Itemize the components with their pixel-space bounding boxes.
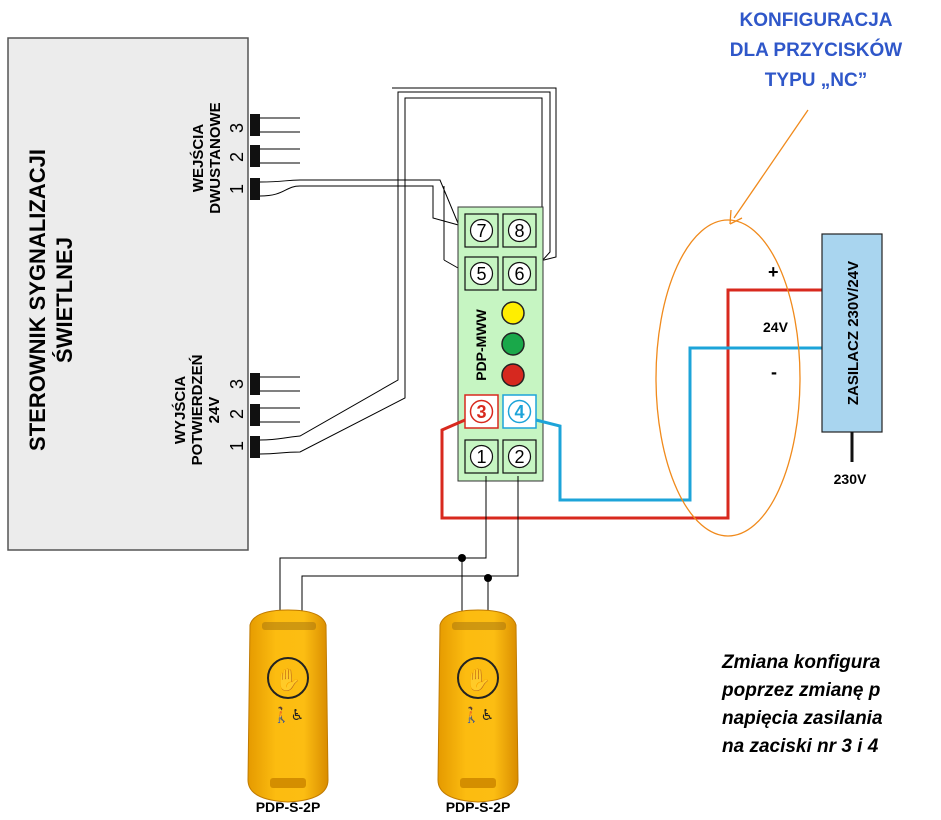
- output-pin-1: 1: [227, 441, 247, 451]
- input-pin-1: 1: [227, 184, 247, 194]
- annotation-line1: KONFIGURACJA: [739, 10, 892, 31]
- inputs-label-line2: DWUSTANOWE: [207, 102, 224, 213]
- svg-text:3: 3: [476, 402, 486, 422]
- signal-wires: [259, 87, 557, 455]
- input-pin-wires: [260, 117, 300, 164]
- note-line3: napięcia zasilania: [722, 708, 883, 729]
- led-green-icon: [501, 332, 525, 356]
- power-supply-name: ZASILACZ 230V/24V: [845, 261, 862, 405]
- terminal-6: 6: [502, 256, 537, 291]
- pedestrian-icon: 🚶♿: [462, 706, 494, 724]
- positive-wire: [440, 288, 822, 520]
- terminal-4: 4: [502, 394, 537, 429]
- mains-label: 230V: [834, 471, 867, 487]
- note-line1: Zmiana konfigura: [721, 652, 881, 673]
- input-pin-2: 2: [227, 152, 247, 162]
- svg-text:5: 5: [476, 264, 486, 284]
- svg-text:4: 4: [514, 402, 524, 422]
- input-connectors: [250, 114, 260, 200]
- terminal-2: 2: [502, 439, 537, 474]
- input-pin-3: 3: [227, 123, 247, 133]
- hand-icon: [267, 657, 309, 699]
- svg-text:6: 6: [514, 264, 524, 284]
- svg-text:✋: ✋: [464, 667, 491, 693]
- pedestrian-icon: 🚶♿: [272, 706, 304, 724]
- module-name: PDP-MWW: [473, 308, 489, 380]
- output-pin-2: 2: [227, 409, 247, 419]
- terminal-5: 5: [464, 256, 499, 291]
- controller-name-line1: STEROWNIK SYGNALIZACJI: [25, 149, 50, 451]
- outputs-label-line3: 24V: [206, 397, 223, 424]
- negative-wire: [535, 346, 822, 502]
- minus-label: -: [771, 362, 777, 382]
- output-connectors: [250, 373, 260, 458]
- note-line2: poprzez zmianę p: [721, 680, 880, 701]
- terminal-3: 3: [464, 394, 499, 429]
- button-wires: [279, 476, 519, 614]
- button-1-model: PDP-S-2P: [256, 799, 321, 815]
- outputs-label-line2: POTWIERDZEŃ: [189, 355, 206, 466]
- terminal-8: 8: [502, 213, 537, 248]
- button-2-model: PDP-S-2P: [446, 799, 511, 815]
- arrow-head-icon: [729, 209, 743, 225]
- led-red-icon: [501, 363, 525, 387]
- outputs-label-line1: WYJŚCIA: [171, 376, 189, 445]
- led-yellow-icon: [501, 301, 525, 325]
- voltage-label: 24V: [763, 319, 789, 335]
- hand-icon: [457, 657, 499, 699]
- terminal-1: 1: [464, 439, 499, 474]
- module-body: [457, 206, 544, 482]
- highlight-ellipse: [655, 219, 801, 537]
- junction-dot-2: [484, 574, 492, 582]
- annotation-line3: TYPU „NC”: [765, 70, 867, 91]
- output-pin-3: 3: [227, 379, 247, 389]
- svg-text:✋: ✋: [274, 667, 301, 693]
- note-line4: na zaciski nr 3 i 4: [722, 736, 879, 757]
- controller-name-line2: ŚWIETLNEJ: [52, 237, 77, 363]
- output-pin-wires: [260, 376, 300, 423]
- junction-dot-1: [458, 554, 466, 562]
- power-supply-box: [821, 233, 883, 433]
- controller-box: [7, 37, 249, 551]
- svg-text:7: 7: [476, 221, 486, 241]
- plus-label: +: [768, 262, 779, 282]
- annotation-line2: DLA PRZYCISKÓW: [730, 39, 902, 61]
- svg-text:8: 8: [514, 221, 524, 241]
- terminal-7: 7: [464, 213, 499, 248]
- inputs-label-line1: WEJŚCIA: [189, 124, 207, 193]
- pedestrian-button-1: ✋ 🚶♿: [247, 609, 329, 803]
- highlight-pointer: [733, 109, 809, 219]
- pedestrian-button-2: ✋ 🚶♿: [437, 609, 519, 803]
- svg-text:1: 1: [476, 447, 486, 467]
- svg-text:2: 2: [514, 447, 524, 467]
